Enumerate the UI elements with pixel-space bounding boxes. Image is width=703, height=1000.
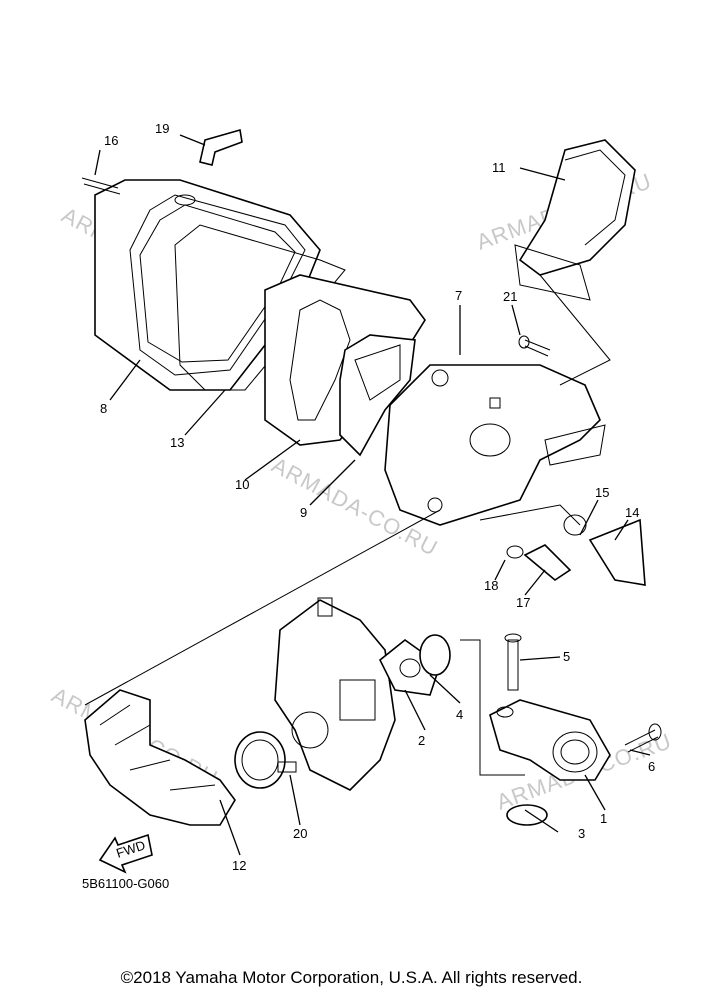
- part-15-clip: [563, 514, 587, 536]
- part-8-case-cover: [94, 179, 321, 391]
- part-14-drain-cap: [588, 518, 646, 586]
- leader-lines: [94, 134, 651, 856]
- part-1-manifold: [489, 699, 611, 781]
- callout-5: 5: [563, 649, 570, 664]
- callout-21: 21: [503, 289, 517, 304]
- part-21-screw: [518, 335, 551, 357]
- carburetor: [274, 597, 396, 791]
- callout-6: 6: [648, 759, 655, 774]
- callout-20: 20: [293, 826, 307, 841]
- diagram-code: 5B61100-G060: [82, 876, 169, 891]
- part-20-clamp: [234, 731, 297, 789]
- callout-4: 4: [456, 707, 463, 722]
- assembly-lines: [84, 274, 611, 776]
- callout-16: 16: [104, 133, 118, 148]
- fwd-arrow: FWD: [98, 833, 153, 874]
- callout-12: 12: [232, 858, 246, 873]
- part-4-o-ring: [419, 634, 451, 676]
- part-5-bolt: [504, 633, 522, 691]
- callout-17: 17: [516, 595, 530, 610]
- part-3-o-ring: [506, 804, 548, 826]
- copyright-notice: ©2018 Yamaha Motor Corporation, U.S.A. A…: [120, 968, 583, 987]
- part-12-duct: [84, 689, 236, 826]
- part-16-screw: [81, 177, 121, 195]
- callout-19: 19: [155, 121, 169, 136]
- part-11-joint: [514, 139, 636, 301]
- part-9-element: [339, 334, 416, 457]
- callout-18: 18: [484, 578, 498, 593]
- callout-7: 7: [455, 288, 462, 303]
- part-18-clip: [506, 545, 524, 559]
- callout-13: 13: [170, 435, 184, 450]
- callout-1: 1: [600, 811, 607, 826]
- part-19-fitting: [199, 128, 243, 166]
- callout-3: 3: [578, 826, 585, 841]
- part-6-bolt: [624, 723, 662, 753]
- callout-9: 9: [300, 505, 307, 520]
- callout-14: 14: [625, 505, 639, 520]
- callout-labels: 1 2 3 4 5 6 7 8 9 10 11 12 13 14 15 16 1…: [100, 121, 655, 873]
- callout-15: 15: [595, 485, 609, 500]
- callout-10: 10: [235, 477, 249, 492]
- part-17-hose: [523, 544, 572, 581]
- part-7-case: [384, 364, 606, 526]
- callout-2: 2: [418, 733, 425, 748]
- callout-11: 11: [492, 160, 506, 175]
- callout-8: 8: [100, 401, 107, 416]
